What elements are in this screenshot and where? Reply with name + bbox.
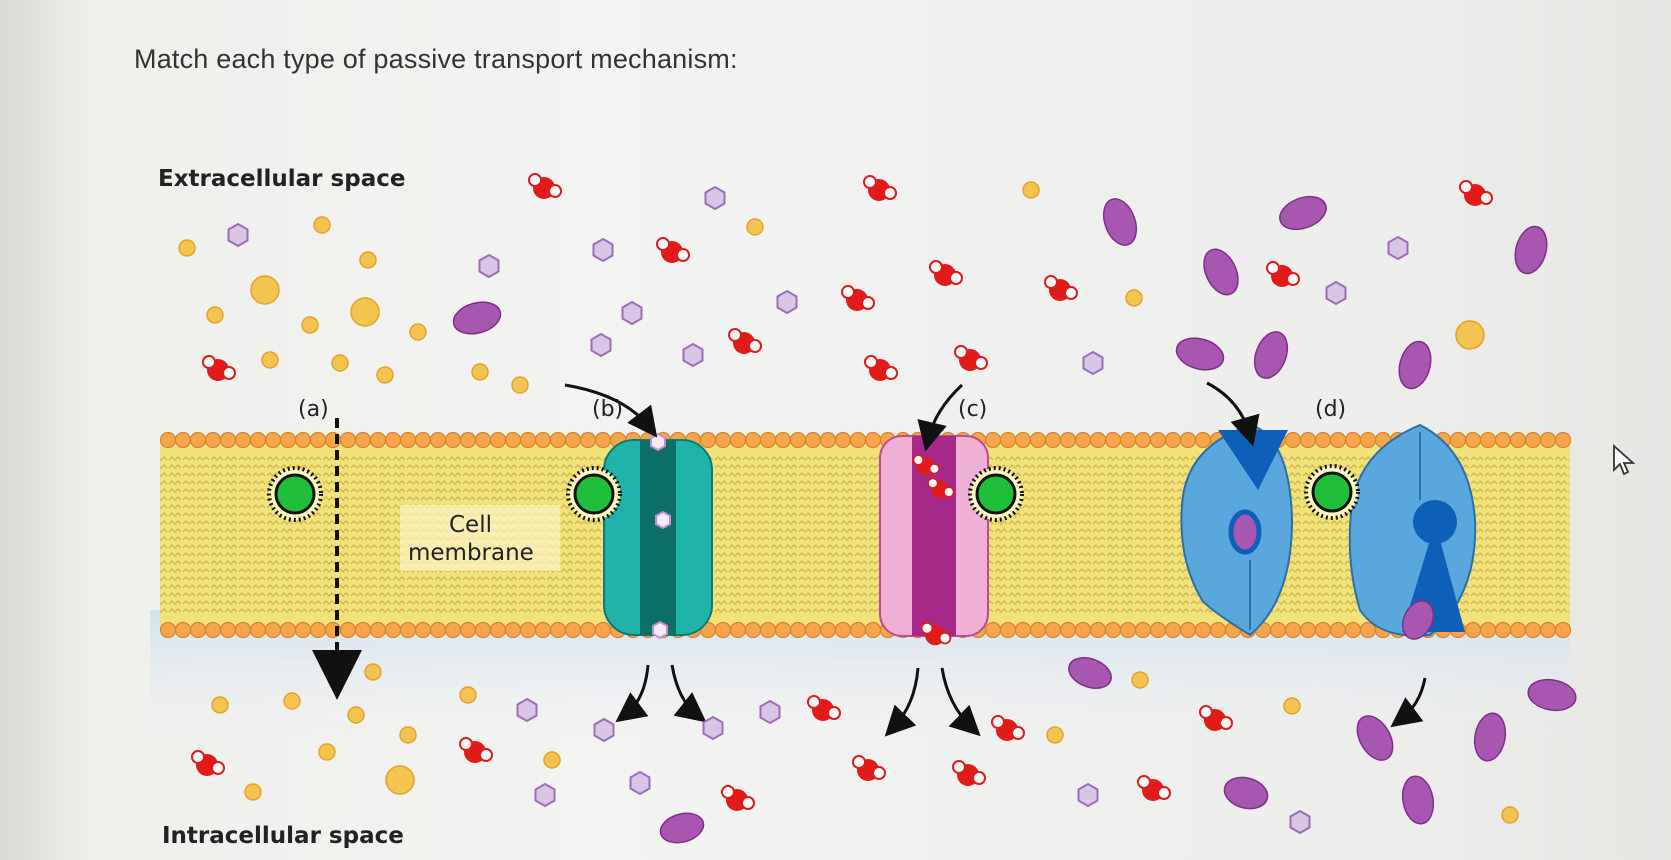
membrane-label-line1: Cell <box>449 512 492 538</box>
marker-b: (b) <box>592 397 623 422</box>
marker-a: (a) <box>298 397 329 422</box>
carrier-protein-d <box>1180 381 1477 728</box>
extracellular-space-label: Extracellular space <box>158 166 405 192</box>
cursor-arrow-icon <box>1613 444 1636 476</box>
extracellular-molecules <box>178 173 1548 394</box>
marker-c: (c) <box>958 397 987 422</box>
membrane-label-line2: membrane <box>408 540 534 566</box>
simple-diffusion-path <box>267 418 362 700</box>
intracellular-molecules <box>191 657 1577 844</box>
aquaporin-c <box>879 383 1024 737</box>
marker-d: (d) <box>1315 397 1346 422</box>
intracellular-space-label: Intracellular space <box>162 823 404 849</box>
question-text: Match each type of passive transport mec… <box>134 44 738 74</box>
channel-protein-b <box>564 383 713 723</box>
